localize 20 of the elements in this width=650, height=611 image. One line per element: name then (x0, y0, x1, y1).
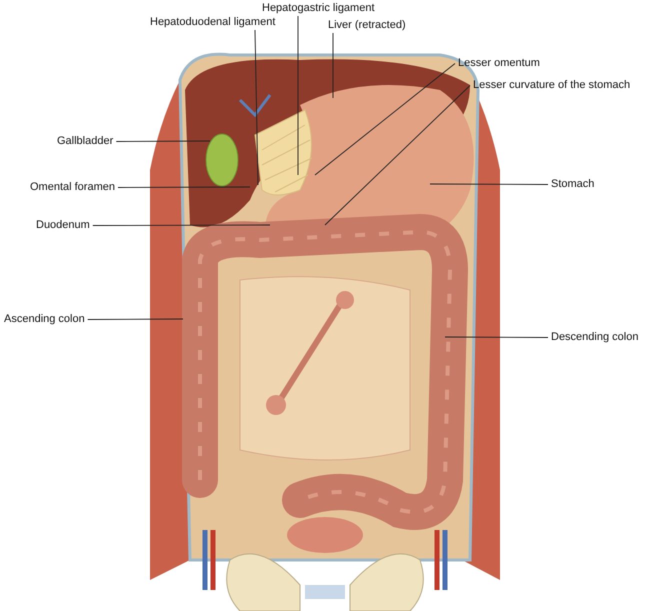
anatomy-label: Gallbladder (57, 135, 114, 148)
leader-line (254, 30, 258, 186)
leader-line (332, 32, 334, 98)
anatomy-label: Lesser omentum (458, 57, 540, 70)
anatomy-label: Liver (retracted) (328, 19, 406, 32)
anatomy-label: Hepatogastric ligament (262, 2, 375, 15)
anatomy-label: Descending colon (551, 331, 638, 344)
anatomy-label: Hepatoduodenal ligament (150, 16, 276, 29)
leader-line (92, 224, 270, 226)
leader-line (116, 140, 210, 142)
anatomy-label: Duodenum (36, 219, 90, 232)
leader-line (118, 186, 250, 188)
leader-line (444, 336, 548, 338)
anatomy-label: Stomach (551, 178, 594, 191)
anatomy-label: Lesser curvature of the stomach (473, 79, 630, 92)
anatomy-label: Ascending colon (4, 313, 85, 326)
leader-line (87, 318, 184, 320)
leader-line (430, 184, 548, 185)
leader-line (314, 63, 456, 176)
anatomy-label: Omental foramen (30, 181, 115, 194)
